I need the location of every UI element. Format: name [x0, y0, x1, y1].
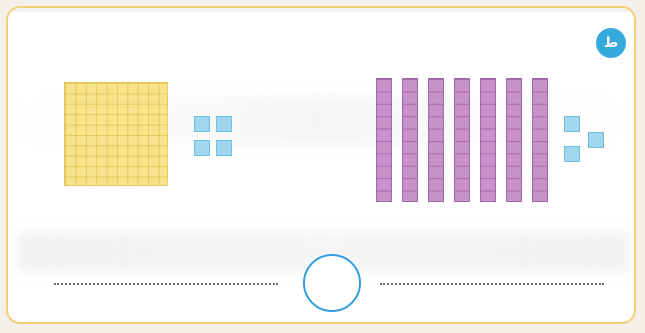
right-answer-line[interactable]	[380, 283, 604, 285]
left-answer-line[interactable]	[54, 283, 278, 285]
ones-unit-block	[588, 132, 604, 148]
ones-unit-block	[564, 116, 580, 132]
tens-rod-block	[402, 78, 418, 202]
exercise-letter-badge: ط	[596, 28, 626, 58]
ones-unit-block	[216, 116, 232, 132]
tens-rod-block	[506, 78, 522, 202]
ones-unit-block	[194, 140, 210, 156]
tens-rod-block	[428, 78, 444, 202]
hundreds-flat-block	[64, 82, 168, 186]
ones-unit-block	[216, 140, 232, 156]
comparison-circle[interactable]	[303, 254, 361, 312]
ones-unit-block	[194, 116, 210, 132]
tens-rod-block	[480, 78, 496, 202]
tens-rod-block	[454, 78, 470, 202]
tens-rod-block	[532, 78, 548, 202]
exercise-card: ط	[6, 6, 636, 324]
ones-unit-block	[564, 146, 580, 162]
tens-rod-block	[376, 78, 392, 202]
background-bleed	[8, 8, 634, 12]
